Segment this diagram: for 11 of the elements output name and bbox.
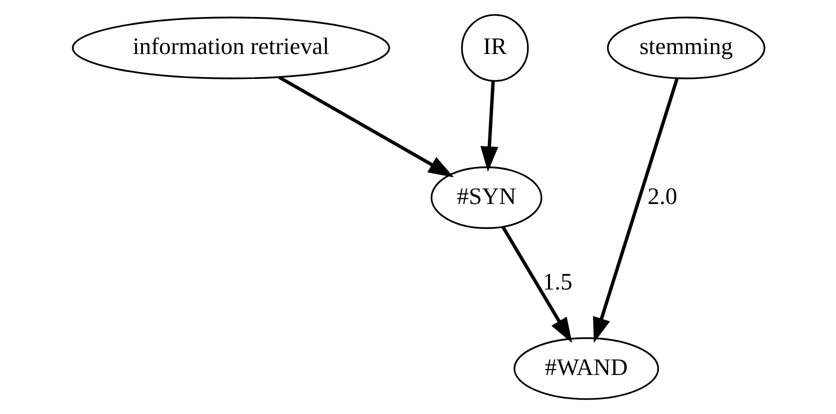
edge-label: 1.5	[542, 269, 572, 296]
node-ellipse: stemming	[606, 16, 765, 80]
node-ellipse: information retrieval	[71, 16, 390, 80]
node-ellipse: #WAND	[513, 337, 659, 400]
node-ellipse: #SYN	[430, 166, 542, 229]
edge-label: 2.0	[647, 184, 677, 210]
arrow	[278, 76, 454, 178]
arrow	[480, 81, 498, 172]
arrow	[501, 226, 572, 344]
arrow	[592, 78, 678, 343]
node-circle: IR	[460, 14, 528, 82]
